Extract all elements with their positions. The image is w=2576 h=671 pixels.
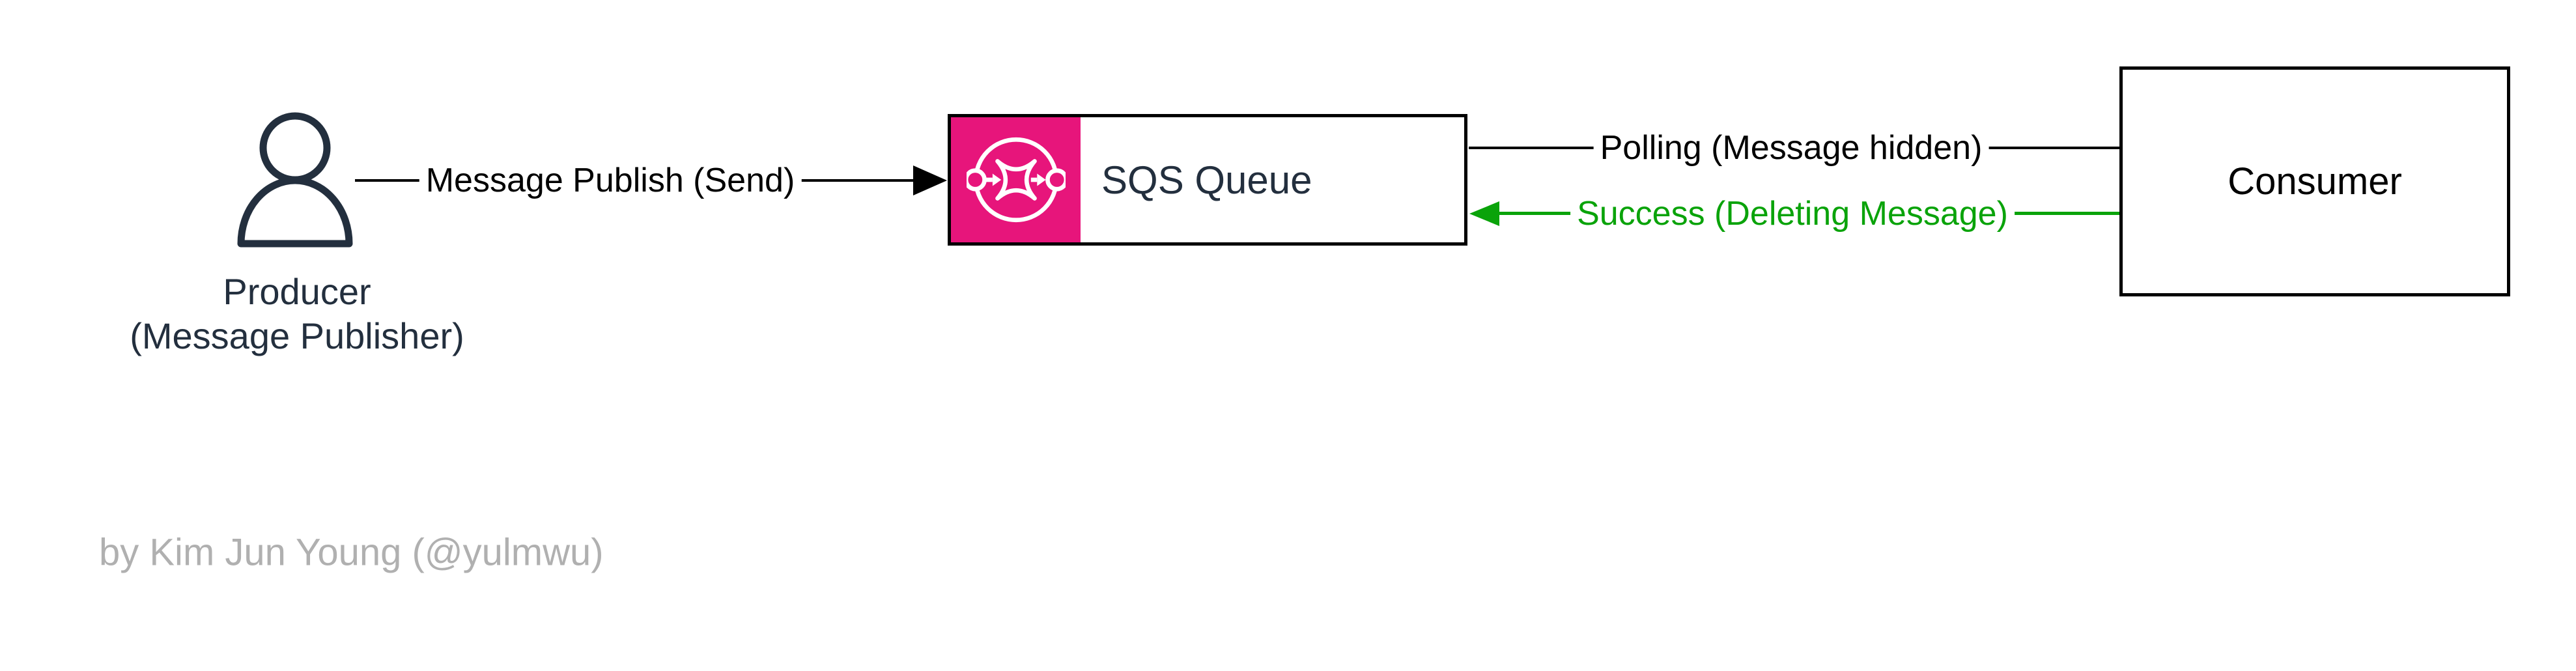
- sqs-queue-icon: [966, 137, 1066, 223]
- consumer-node: Consumer: [2119, 66, 2510, 296]
- sqs-icon-right-arrowhead: [1036, 173, 1046, 186]
- person-body: [237, 177, 353, 248]
- producer-person-icon: [233, 109, 357, 248]
- producer-label-line2: (Message Publisher): [130, 315, 464, 356]
- polling-edge-label: Polling (Message hidden): [1593, 128, 1989, 167]
- sqs-queue-node: SQS Queue: [948, 114, 1467, 246]
- producer-label-line1: Producer: [223, 271, 371, 312]
- arrow-right-icon: [913, 165, 947, 195]
- consumer-label: Consumer: [2228, 160, 2402, 203]
- sqs-queue-label: SQS Queue: [1101, 158, 1312, 202]
- attribution-text: by Kim Jun Young (@yulmwu): [99, 531, 604, 574]
- person-head: [259, 112, 331, 184]
- sqs-icon-right-dot: [1045, 168, 1066, 192]
- sqs-icon-left-arrowhead: [992, 173, 1001, 186]
- sqs-icon-left-dot: [966, 168, 987, 192]
- success-edge-label: Success (Deleting Message): [1570, 194, 2015, 233]
- sqs-icon-pinched-square: [995, 159, 1037, 201]
- person-icon: [237, 112, 353, 248]
- producer-label: Producer (Message Publisher): [130, 270, 464, 358]
- publish-edge-label: Message Publish (Send): [419, 161, 802, 200]
- sqs-icon-block: [951, 117, 1081, 242]
- arrow-left-icon: [1469, 201, 1499, 226]
